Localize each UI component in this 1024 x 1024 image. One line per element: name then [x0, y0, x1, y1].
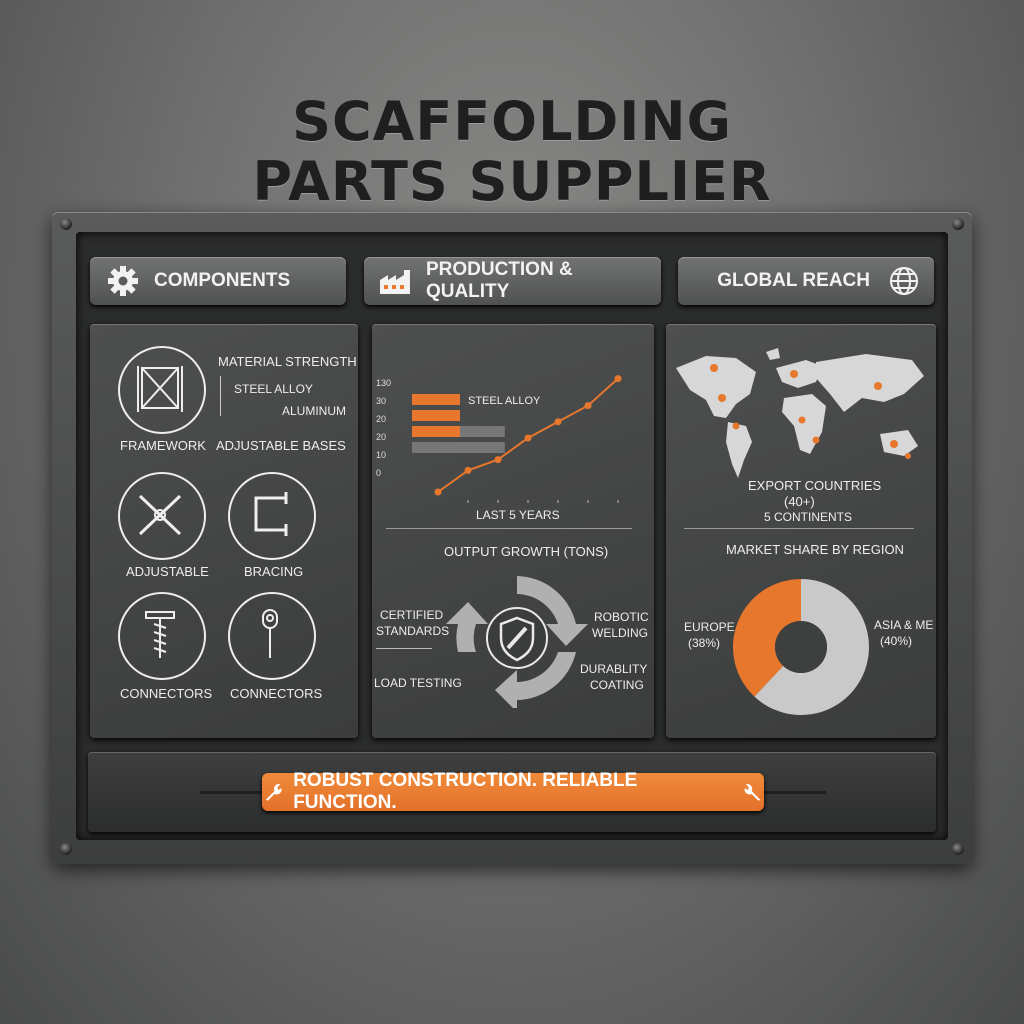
durability-label: DURABLITY — [580, 662, 648, 676]
divider — [376, 648, 432, 649]
load-testing-label: LOAD TESTING — [374, 676, 462, 690]
chain-right — [764, 791, 826, 794]
y-tick-label: 20 — [376, 432, 386, 442]
components-panel: FRAMEWORK MATERIAL STRENGTH STEEL ALLOY … — [90, 324, 358, 738]
tab-components[interactable]: COMPONENTS — [90, 257, 346, 305]
y-tick-label: 30 — [376, 396, 386, 406]
bracing-circle — [228, 472, 316, 560]
adjustable-bases-label: ADJUSTABLE BASES — [216, 438, 346, 453]
asia-label: ASIA & ME — [874, 618, 934, 632]
bar — [412, 426, 460, 437]
bar — [412, 394, 460, 405]
quality-cycle-diagram — [446, 576, 588, 708]
output-growth-chart: 130 30 20 20 10 0 STEEL ALLOY — [376, 375, 622, 503]
shield-icon — [499, 616, 535, 662]
market-share-donut — [733, 579, 869, 715]
tab-label: PRODUCTION & QUALITY — [425, 259, 573, 302]
gear-icon — [108, 266, 138, 296]
last-5-years-label: LAST 5 YEARS — [476, 508, 560, 522]
factory-icon — [379, 270, 410, 294]
tab-label: COMPONENTS — [154, 270, 291, 291]
y-tick-label: 10 — [376, 450, 386, 460]
pie-slice — [733, 579, 801, 697]
bar-track — [412, 442, 505, 453]
pie-slice — [754, 579, 869, 715]
framework-circle — [118, 346, 206, 434]
welding-label: WELDING — [592, 626, 649, 640]
steel-alloy-label: STEEL ALLOY — [234, 382, 313, 396]
global-panel: EXPORT COUNTRIES (40+) 5 CONTINENTS MARK… — [666, 324, 936, 738]
bolt-icon — [60, 843, 72, 855]
market-share-label: MARKET SHARE BY REGION — [726, 542, 904, 557]
material-divider — [220, 376, 221, 416]
slogan-text: ROBUST CONSTRUCTION. RELIABLE FUNCTION. — [293, 770, 638, 813]
growth-point — [524, 434, 532, 442]
connector-circle-2 — [228, 592, 316, 680]
world-map — [676, 348, 924, 478]
title-line-2: PARTS SUPPLIER — [252, 150, 772, 213]
growth-point — [494, 456, 502, 464]
bolt-icon — [60, 218, 72, 230]
growth-point — [554, 418, 562, 426]
asia-pct-label: (40%) — [880, 634, 913, 648]
material-strength-label: MATERIAL STRENGTH — [218, 354, 357, 369]
y-tick-label: 20 — [376, 414, 386, 424]
divider — [684, 528, 914, 529]
aluminum-label: ALUMINUM — [282, 404, 347, 418]
coating-label: COATING — [590, 678, 644, 692]
chain-left — [200, 791, 262, 794]
bar — [412, 410, 460, 421]
tab-label: GLOBAL REACH — [717, 270, 870, 291]
slogan-banner: ROBUST CONSTRUCTION. RELIABLE FUNCTION. — [262, 770, 764, 813]
y-tick-label: 0 — [376, 468, 381, 478]
scaffold-frame-icon — [137, 366, 183, 412]
wrench-icon — [744, 784, 761, 801]
adjustable-circle — [118, 472, 206, 560]
pin-connector-icon — [262, 609, 278, 658]
globe-icon — [890, 267, 918, 295]
export-count-label: (40+) — [784, 494, 815, 509]
divider — [386, 528, 632, 529]
cross-brace-icon — [138, 494, 182, 536]
continents-label: 5 CONTINENTS — [764, 510, 853, 524]
connectors-label-2: CONNECTORS — [230, 686, 323, 701]
bolt-icon — [952, 218, 964, 230]
standards-label: STANDARDS — [376, 624, 450, 638]
output-growth-label: OUTPUT GROWTH (TONS) — [444, 544, 609, 559]
export-countries-label: EXPORT COUNTRIES — [748, 478, 882, 493]
connectors-label-1: CONNECTORS — [120, 686, 213, 701]
certified-label: CERTIFIED — [380, 608, 444, 622]
tab-global-reach[interactable]: GLOBAL REACH — [678, 257, 934, 305]
clamp-icon — [254, 492, 288, 536]
framework-label: FRAMEWORK — [120, 438, 206, 453]
title-line-1: SCAFFOLDING — [292, 90, 732, 153]
production-panel: 130 30 20 20 10 0 STEEL ALLOY LAST 5 YEARS OUT… — [372, 324, 654, 738]
growth-point — [614, 375, 622, 383]
growth-point — [464, 466, 472, 474]
connector-circle-1 — [118, 592, 206, 680]
bar-label: STEEL ALLOY — [468, 395, 541, 407]
bolt-screw-icon — [145, 611, 175, 658]
growth-point — [584, 402, 592, 410]
robotic-label: ROBOTIC — [594, 610, 649, 624]
bolt-icon — [952, 843, 964, 855]
adjustable-label: ADJUSTABLE — [126, 564, 209, 579]
tab-production-quality[interactable]: PRODUCTION & QUALITY — [364, 257, 661, 305]
wrench-icon — [265, 784, 282, 801]
growth-point — [434, 488, 442, 496]
europe-pct-label: (38%) — [688, 636, 721, 650]
bracing-label: BRACING — [244, 564, 304, 579]
donut-hole — [775, 621, 827, 673]
europe-label: EUROPE — [684, 620, 735, 634]
y-tick-label: 130 — [376, 378, 391, 388]
